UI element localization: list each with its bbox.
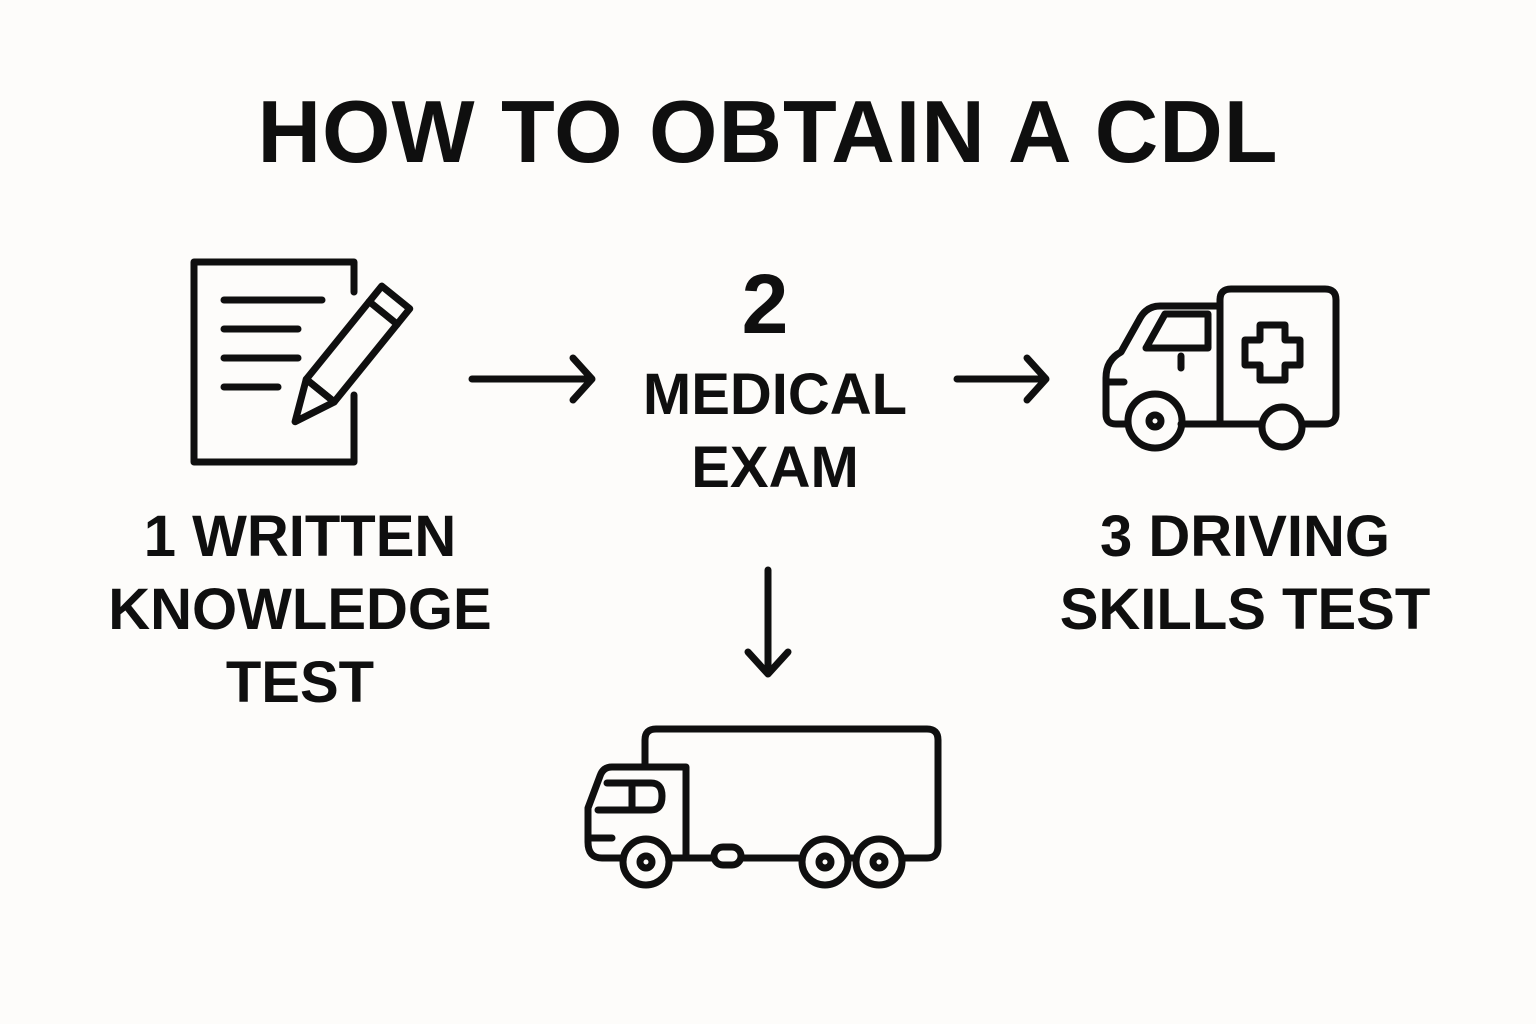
- step-2-line-2: EXAM: [691, 435, 859, 500]
- step-2-number: 2: [741, 257, 789, 351]
- step-3-line-2: SKILLS TEST: [1059, 577, 1431, 642]
- ambulance-icon: [1102, 285, 1340, 452]
- step-1-line-3: TEST: [225, 650, 375, 715]
- arrow-step1-to-step2: [468, 354, 596, 404]
- step-1-label: 1 WRITTEN KNOWLEDGE TEST: [60, 500, 540, 719]
- document-pencil-icon: [190, 258, 414, 466]
- page-title: HOW TO OBTAIN A CDL: [257, 82, 1279, 181]
- arrow-step2-to-step3: [953, 354, 1050, 404]
- step-1-line-2: KNOWLEDGE: [108, 577, 492, 642]
- step-2-line-1: MEDICAL: [642, 362, 908, 427]
- step-1-line-1: 1 WRITTEN: [143, 504, 457, 569]
- truck-icon: [584, 725, 942, 889]
- step-2-label: MEDICAL EXAM: [575, 358, 975, 504]
- step-3-line-1: 3 DRIVING: [1099, 504, 1391, 569]
- arrow-step2-to-result: [744, 566, 792, 678]
- step-3-label: 3 DRIVING SKILLS TEST: [1010, 500, 1480, 646]
